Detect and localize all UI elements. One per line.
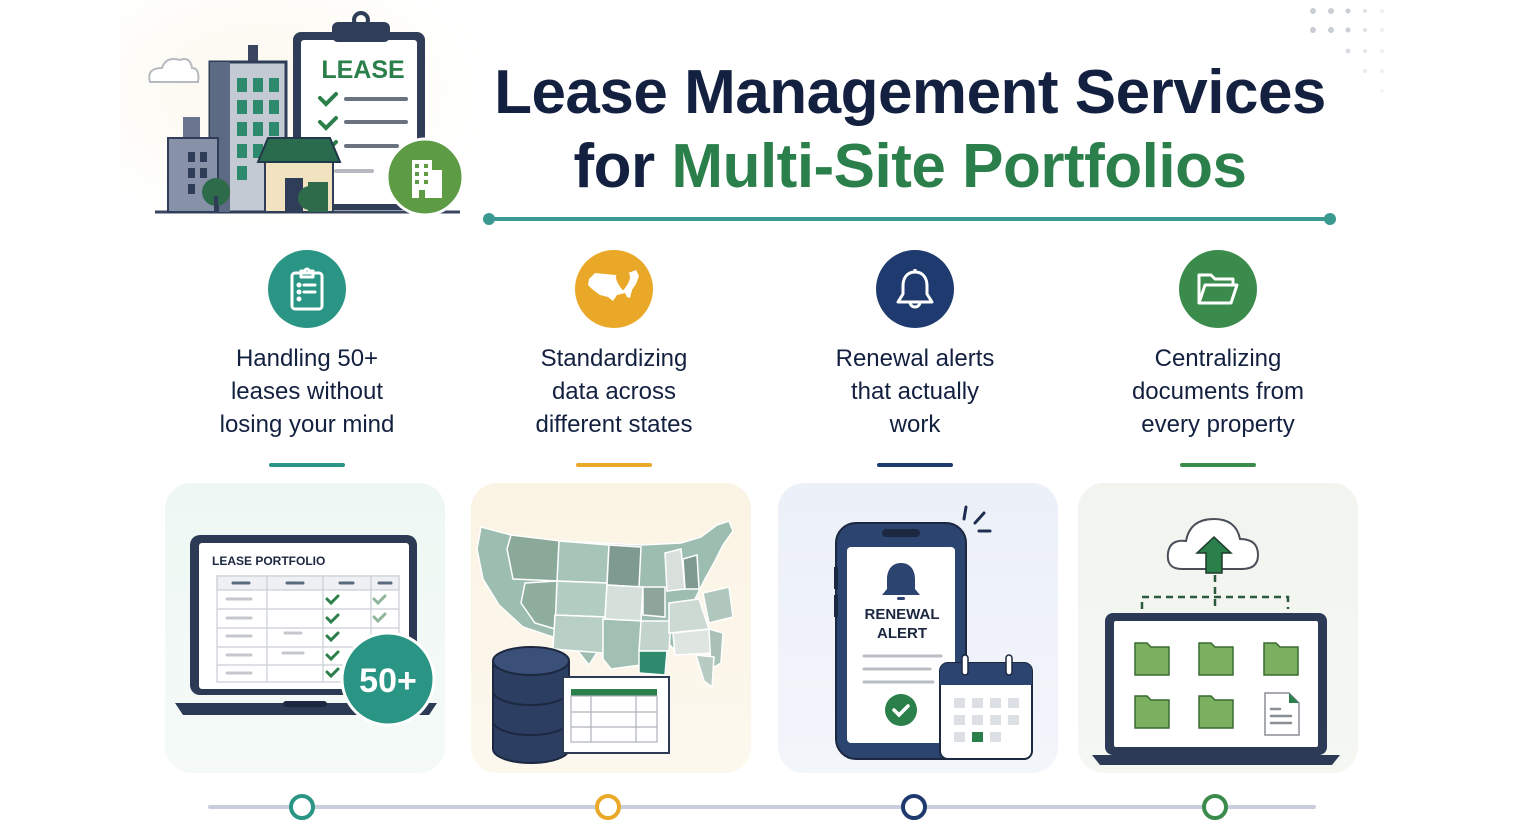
feature-label-line: data across [551,378,677,405]
spreadsheet-icon [562,676,670,754]
database-icon [492,646,570,764]
title-divider [483,213,1336,225]
feature-label: Centralizing documents from every proper… [1073,342,1363,441]
count-badge-label: 50+ [359,662,417,700]
feature-label-line: losing your mind [219,411,395,438]
portfolio-heading: LEASE PORTFOLIO [212,554,325,568]
feature-label-line: Handling 50+ [235,345,379,372]
progress-timeline [208,805,1316,809]
feature-label-line: work [889,411,941,438]
feature-label: Handling 50+ leases without losing your … [162,342,452,441]
title-line-2-prefix: for [573,132,656,201]
feature-label-line: leases without [230,378,384,405]
feature-standardizing-data: Standardizing data across different stat… [469,250,759,467]
clipboard-title: LEASE [321,56,404,84]
feature-renewal-alerts: Renewal alerts that actually work [770,250,1060,467]
card-centralized-documents [1078,483,1358,773]
cloud-upload-icon [1166,517,1260,574]
timeline-step-2[interactable] [595,794,621,820]
feature-label: Standardizing data across different stat… [469,342,759,441]
us-map [476,520,734,689]
alert-title-line-1: RENEWAL [865,606,940,623]
title-line-2: for Multi-Site Portfolios [480,130,1340,204]
clipboard-list-icon [290,267,324,311]
feature-label-line: Centralizing [1154,345,1282,372]
bell-icon [882,563,920,600]
title-line-2-highlight: Multi-Site Portfolios [671,132,1247,201]
feature-icon-badge [876,250,954,328]
timeline-step-3[interactable] [901,794,927,820]
feature-underline [877,463,953,467]
timeline-step-1[interactable] [289,794,315,820]
feature-lease-handling: Handling 50+ leases without losing your … [162,250,452,467]
card-state-data [471,483,751,773]
document-icon [1264,692,1300,736]
feature-label-line: Renewal alerts [835,345,995,372]
checkmark-icon [318,92,338,107]
folder-icon [1134,642,1299,729]
feature-label-line: every property [1141,411,1295,438]
feature-underline [1180,463,1256,467]
feature-underline [269,463,345,467]
storefront-icon [256,137,342,213]
timeline-step-4[interactable] [1202,794,1228,820]
feature-icon-badge [268,250,346,328]
feature-centralizing-documents: Centralizing documents from every proper… [1073,250,1363,467]
feature-underline [576,463,652,467]
feature-label-line: Standardizing [540,345,688,372]
us-map-database-illustration [476,520,734,764]
alert-title-line-2: ALERT [877,625,927,642]
decorative-dots [1310,8,1384,93]
feature-label-line: documents from [1131,378,1305,405]
card-lease-portfolio: LEASE PORTFOLIO 50+ [165,483,445,773]
feature-icon-badge [1179,250,1257,328]
folder-icon [1197,273,1239,305]
feature-label-line: different states [535,411,693,438]
cloud-icon [148,58,200,83]
count-badge: 50+ [340,631,436,727]
laptop-cloud-illustration [1092,517,1340,765]
card-renewal-alert: RENEWAL ALERT [778,483,1058,773]
us-map-pin-icon [588,270,639,301]
checkmark-icon [318,116,338,131]
feature-icon-badge [575,250,653,328]
feature-label: Renewal alerts that actually work [770,342,1060,441]
hero-illustration: LEASE [148,11,465,217]
office-building-icon [167,45,288,214]
bell-icon [896,269,934,309]
feature-label-line: that actually [850,378,980,405]
title-line-1: Lease Management Services [494,58,1326,127]
calendar-icon [939,654,1033,760]
page-title: Lease Management Services for Multi-Site… [480,56,1340,204]
phone-alert-illustration: RENEWAL ALERT [834,505,1033,760]
laptop-portfolio-illustration: LEASE PORTFOLIO 50+ [175,535,437,727]
building-badge-icon [385,137,465,217]
